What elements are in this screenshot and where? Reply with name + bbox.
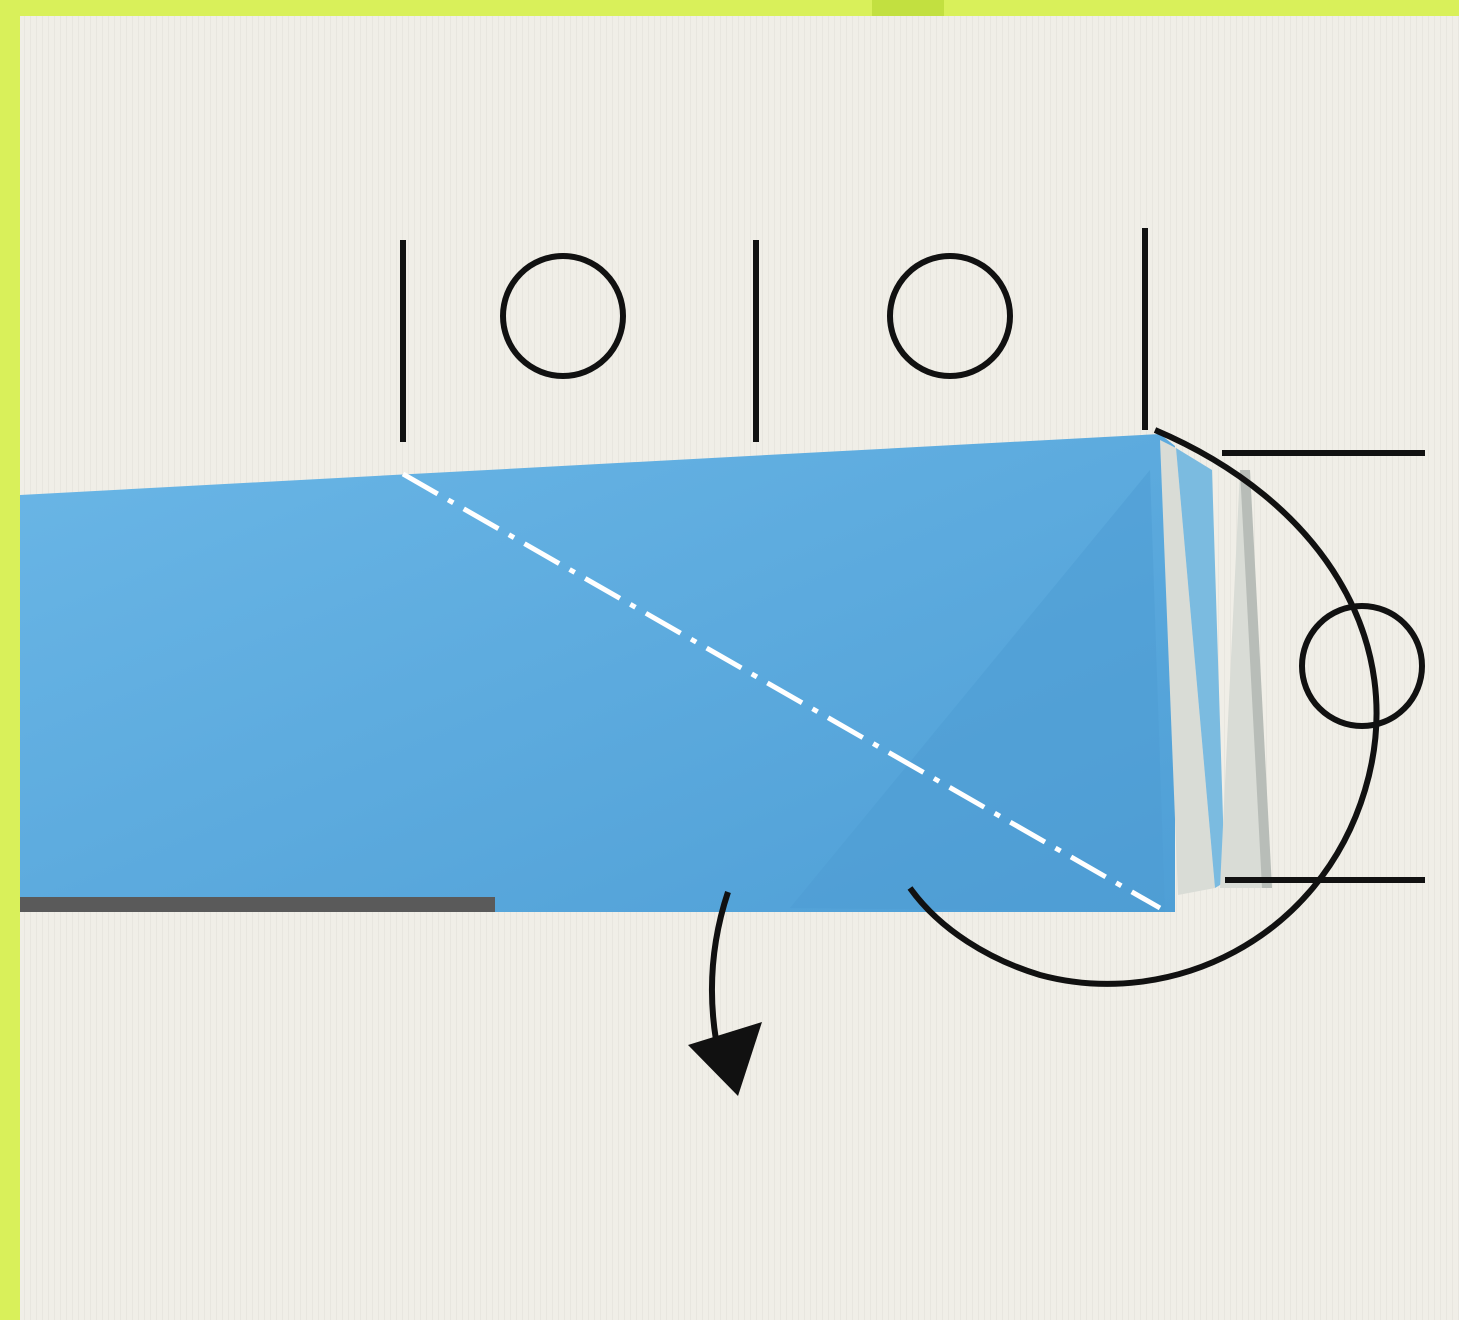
frame-tab — [872, 0, 944, 16]
paper-bottom-edge — [20, 897, 495, 912]
